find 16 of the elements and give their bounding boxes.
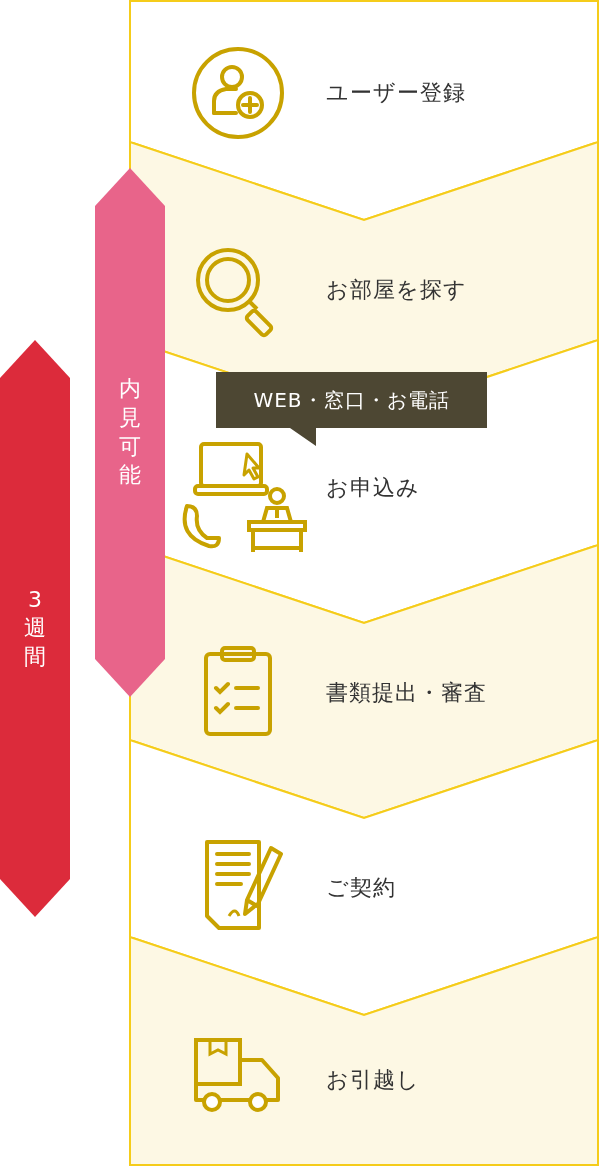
bubble-text: WEB・窓口・お電話 xyxy=(252,386,451,414)
step-band xyxy=(129,545,599,818)
step-label: お引越し xyxy=(326,1069,420,1091)
viewing-period-arrow xyxy=(95,168,165,697)
step-label: ユーザー登録 xyxy=(326,82,466,104)
step-label: 書類提出・審査 xyxy=(326,682,487,704)
period-label: 内見可能 xyxy=(118,375,142,490)
period-arrow xyxy=(0,340,70,917)
step-label: お申込み xyxy=(326,477,420,499)
speech-bubble-tooltip xyxy=(216,372,487,446)
step-band xyxy=(129,0,599,220)
period-label: 3週間 xyxy=(23,585,47,671)
step-label: ご契約 xyxy=(326,877,396,899)
step-band xyxy=(129,937,599,1166)
step-label: お部屋を探す xyxy=(326,279,467,301)
step-band xyxy=(129,740,599,1015)
